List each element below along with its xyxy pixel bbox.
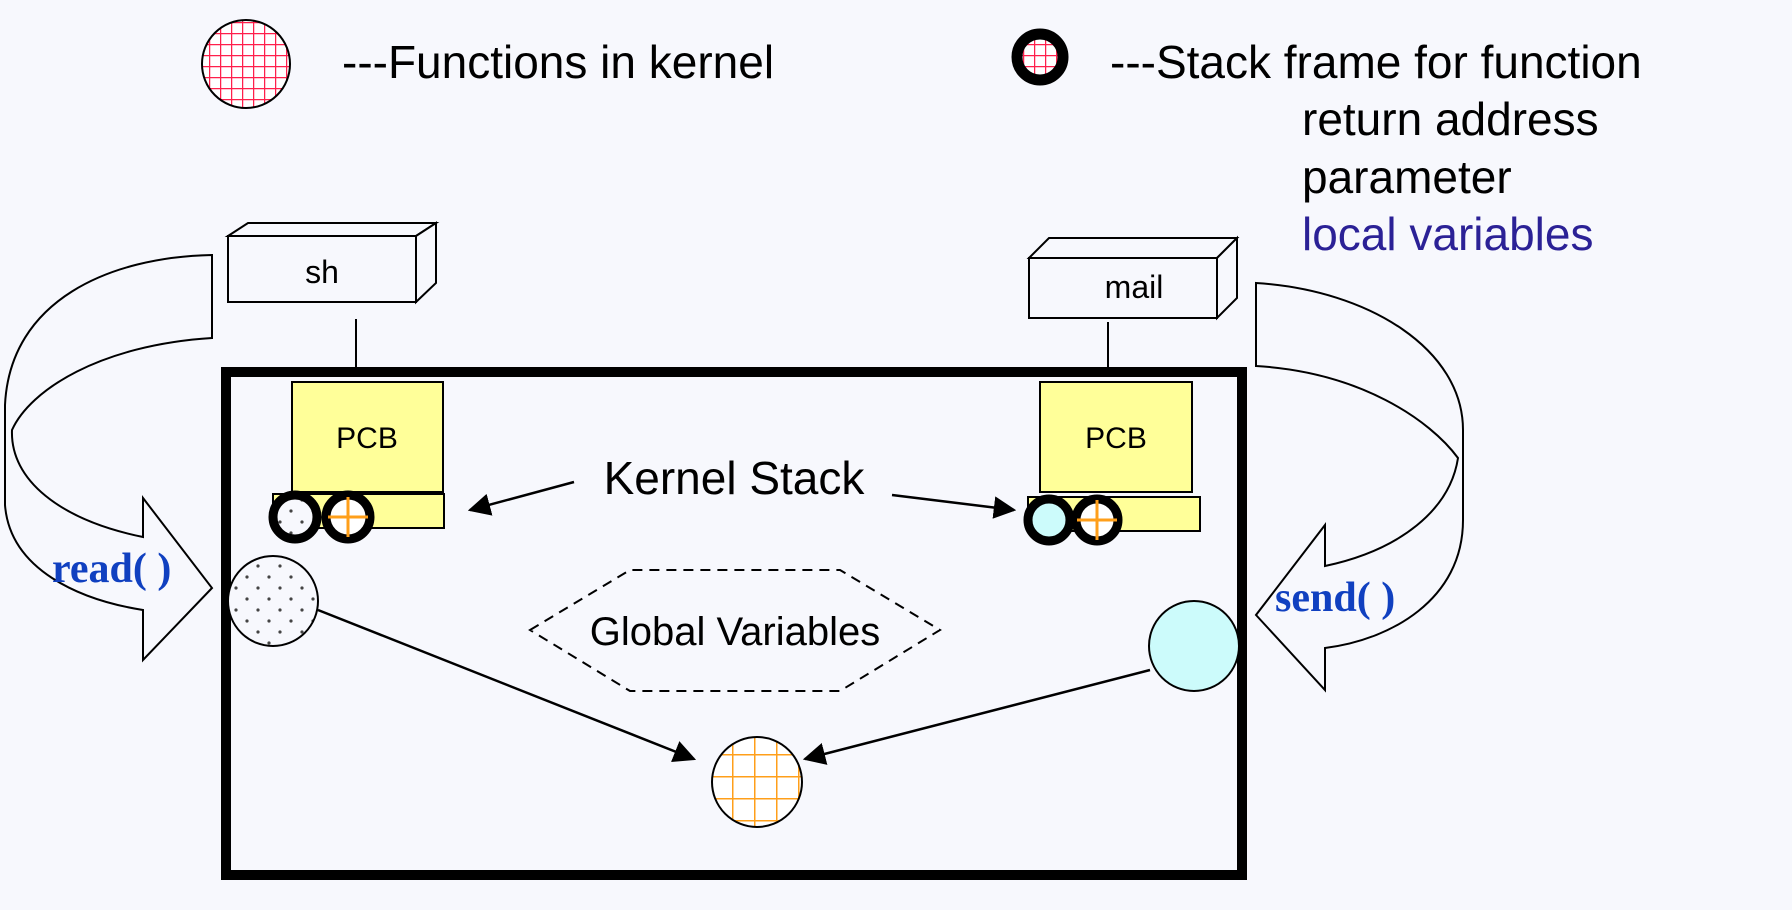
pcb-sh-label: PCB bbox=[336, 422, 398, 455]
stack-frame-send-icon bbox=[1023, 494, 1075, 546]
send-syscall-arrow: send( ) bbox=[1254, 281, 1464, 693]
send-syscall-label: send( ) bbox=[1275, 575, 1395, 621]
read-syscall-label: read( ) bbox=[52, 546, 171, 592]
legend-stack-frame-label: ---Stack frame for function bbox=[1110, 36, 1642, 88]
process-name-mail: mail bbox=[1105, 269, 1164, 305]
read-function-icon bbox=[227, 555, 319, 647]
kernel-stack-arrow-left bbox=[467, 480, 575, 516]
send-function-icon bbox=[1148, 600, 1240, 692]
process-box-mail: mail bbox=[1026, 235, 1240, 321]
pcb-mail: PCB bbox=[1023, 381, 1201, 546]
process-box-sh: sh bbox=[224, 221, 440, 305]
legend-kernel-function: ---Functions in kernel bbox=[201, 19, 774, 109]
legend-stack-frame: ---Stack frame for function return addre… bbox=[1011, 28, 1642, 260]
stack-frame-shared-sh-grid bbox=[328, 497, 368, 537]
pcb-sh: PCB bbox=[268, 381, 445, 544]
kernel-function-icon bbox=[201, 19, 291, 109]
stack-frame-icon bbox=[1011, 28, 1069, 86]
global-variables: Global Variables bbox=[528, 569, 942, 692]
process-sh: sh bbox=[224, 221, 440, 367]
send-call-arrow bbox=[802, 668, 1151, 765]
process-name-sh: sh bbox=[305, 254, 339, 290]
shared-kernel-function-icon bbox=[711, 736, 803, 828]
kernel-stack-arrow-right bbox=[891, 493, 1017, 519]
process-mail: mail bbox=[1026, 235, 1240, 370]
kernel-boundary bbox=[221, 367, 1247, 880]
pcb-mail-label: PCB bbox=[1085, 422, 1147, 455]
kernel-stack-label: Kernel Stack bbox=[604, 452, 866, 504]
stack-frame-item-return-address: return address bbox=[1302, 93, 1599, 145]
legend-kernel-function-label: ---Functions in kernel bbox=[342, 36, 774, 88]
stack-frame-item-local-variables: local variables bbox=[1302, 208, 1593, 260]
stack-frame-read-icon bbox=[268, 490, 322, 544]
read-call-arrow bbox=[317, 608, 697, 762]
stack-frame-item-parameter: parameter bbox=[1302, 151, 1512, 203]
global-variables-label: Global Variables bbox=[590, 610, 881, 654]
stack-frame-shared-mail-grid bbox=[1077, 500, 1117, 540]
read-syscall-arrow: read( ) bbox=[4, 253, 214, 663]
